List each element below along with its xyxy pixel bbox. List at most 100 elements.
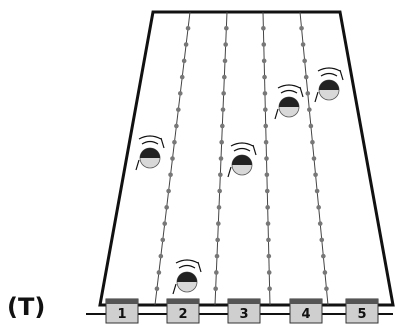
lane-number: 4 (301, 307, 310, 322)
waypoint-node (156, 270, 162, 275)
waypoint-node (310, 139, 315, 145)
waypoint-node (308, 123, 314, 129)
lane-number: 3 (239, 307, 248, 322)
waypoint-node (179, 74, 185, 80)
docking-station-5: 5 (345, 298, 379, 324)
waypoint-node (154, 286, 160, 292)
panel-label: (T) (7, 293, 46, 321)
waypoint-node (316, 205, 321, 210)
waypoint-node (265, 205, 270, 210)
waypoint-node (214, 270, 219, 275)
waypoint-node (172, 139, 177, 145)
waypoint-node (183, 42, 189, 47)
motion-bracket-icon (172, 283, 177, 295)
signal-waves-icon (277, 84, 301, 89)
signal-waves-icon (175, 259, 199, 264)
waypoint-node (313, 172, 318, 178)
waypoint-node (219, 139, 224, 145)
waypoint-node (262, 74, 267, 80)
motion-bracket-icon (299, 86, 304, 98)
waypoint-node (213, 286, 218, 292)
waypoint-node (181, 58, 187, 64)
waypoint-node (177, 91, 183, 96)
lane-number: 5 (357, 307, 366, 322)
docking-station-roof (346, 299, 378, 304)
docking-station-4: 4 (289, 298, 323, 324)
waypoint-node (264, 172, 270, 178)
waypoint-node (266, 253, 272, 259)
motion-bracket-icon (274, 108, 279, 120)
waypoint-node (158, 253, 164, 259)
docking-station-roof (228, 299, 260, 304)
motion-bracket-icon (160, 137, 165, 149)
signal-waves-icon (317, 67, 341, 72)
waypoint-node (222, 58, 228, 64)
waypoint-node (221, 91, 226, 96)
waypoint-node (314, 188, 320, 194)
waypoint-node (217, 188, 222, 194)
waypoint-node (265, 221, 271, 226)
waypoint-node (176, 107, 181, 112)
waypoint-node (218, 172, 223, 178)
waypoint-node (166, 188, 171, 194)
motion-bracket-icon (197, 261, 202, 273)
docking-station-2: 2 (166, 298, 200, 324)
signal-waves-icon (320, 72, 338, 77)
waypoint-node (223, 42, 228, 47)
waypoint-node (264, 188, 270, 194)
waypoint-node (168, 172, 173, 178)
robot-lane-3 (227, 142, 257, 178)
waypoint-node (220, 123, 225, 129)
waypoint-node (261, 25, 266, 31)
waypoint-node (264, 156, 269, 161)
waypoint-node (216, 205, 222, 210)
waypoint-node (322, 270, 328, 275)
waypoint-node (216, 221, 221, 226)
waypoint-node (266, 270, 272, 275)
waypoint-node (220, 107, 226, 112)
waypoint-node (218, 156, 224, 161)
motion-bracket-icon (314, 91, 319, 103)
waypoint-node (215, 237, 220, 243)
lane-lines (154, 11, 329, 306)
waypoint-node (302, 58, 307, 64)
waypoint-node (263, 139, 269, 145)
waypoint-node (261, 58, 267, 64)
waypoint-node (319, 237, 325, 243)
docking-station-roof (106, 299, 138, 304)
waypoint-node (262, 91, 268, 96)
robot-dome-icon (279, 97, 299, 107)
signal-waves-icon (141, 140, 159, 145)
waypoint-node (300, 42, 306, 47)
docking-station-roof (290, 299, 322, 304)
waypoint-node (303, 74, 309, 80)
waypoint-node (160, 237, 166, 243)
waypoint-node (174, 123, 179, 129)
signal-waves-icon (178, 264, 196, 269)
robot-lane-4b (314, 67, 344, 103)
waypoint-node (261, 42, 267, 47)
waypoint-node (266, 237, 271, 243)
motion-bracket-icon (252, 144, 257, 156)
waypoint-node (263, 123, 269, 129)
lane-number: 1 (117, 307, 126, 322)
waypoint-node (164, 205, 169, 210)
motion-bracket-icon (339, 69, 344, 81)
robot-dome-icon (232, 155, 252, 165)
waypoint-node (311, 156, 317, 161)
robots (135, 67, 344, 295)
motion-bracket-icon (227, 166, 232, 178)
waypoint-node (185, 25, 191, 31)
waypoint-node (170, 156, 175, 161)
signal-waves-icon (280, 89, 298, 94)
waypoint-node (307, 107, 312, 112)
robot-lane-4a (274, 84, 304, 120)
signal-waves-icon (138, 135, 162, 140)
waypoint-node (321, 253, 326, 259)
signal-waves-icon (233, 147, 251, 152)
docking-stations: 1 2 3 4 5 (105, 298, 379, 324)
robot-lane-2 (172, 259, 202, 295)
waypoint-node (267, 286, 272, 292)
waypoint-node (222, 74, 227, 80)
